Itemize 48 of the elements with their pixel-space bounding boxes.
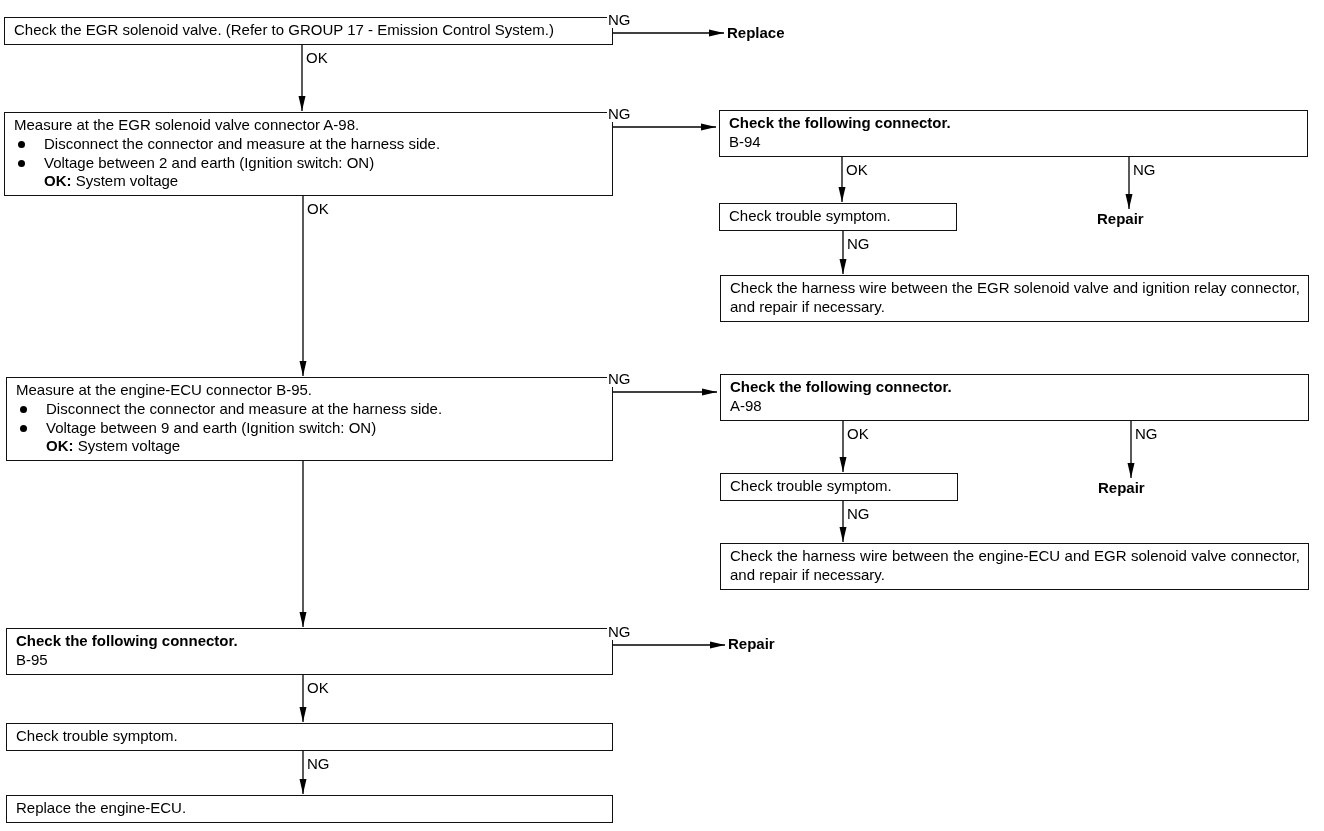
arrow: [839, 230, 847, 275]
box-heading: Check the following connector.: [16, 632, 239, 651]
arrow: [299, 750, 307, 795]
box-text: Check the harness wire between the EGR solenoid valve and ignition relay connector, and repair if necessary.: [730, 279, 1300, 317]
box-heading: Check the following connector.: [730, 378, 953, 397]
arrow: [299, 195, 307, 377]
box-text: Measure at the engine-ECU connector B-95.: [16, 381, 313, 400]
process-box: [719, 203, 957, 231]
result-text: Replace: [727, 24, 785, 43]
box-text: Check the harness wire between the engine-ECU and EGR solenoid valve connector, and repair if necessary.: [730, 547, 1300, 585]
process-box: [720, 543, 1309, 590]
bullet-item: Disconnect the connector and measure at the harness side.: [16, 399, 604, 419]
arrow: [612, 388, 718, 396]
bullet-item: Voltage between 9 and earth (Ignition switch: ON): [16, 418, 604, 438]
process-box: [719, 110, 1308, 157]
arrow: [298, 44, 306, 112]
box-text: B-95: [16, 650, 49, 670]
arrow: [612, 29, 725, 37]
arrow: [612, 123, 717, 131]
process-box: [6, 795, 613, 823]
box-text: Replace the engine-ECU.: [16, 799, 188, 818]
result-text: Repair: [728, 635, 775, 654]
box-text: OK: System voltage: [45, 437, 182, 456]
box-text: OK: System voltage: [43, 172, 180, 191]
arrow: [1127, 419, 1135, 479]
process-box: [720, 275, 1309, 322]
process-box: [720, 374, 1309, 421]
box-text: A-98: [730, 396, 763, 416]
arrow: [299, 673, 307, 723]
box-text: Measure at the EGR solenoid valve connector A-98.: [14, 116, 361, 135]
bullet-item: Voltage between 2 and earth (Ignition switch: ON): [14, 153, 604, 173]
result-text: Repair: [1098, 479, 1145, 498]
arrow: [839, 500, 847, 543]
process-box: [6, 723, 613, 751]
arrow: [1125, 155, 1133, 210]
box-text: Check trouble symptom.: [730, 477, 893, 496]
process-box: [720, 473, 958, 501]
arrow: [612, 641, 726, 649]
result-text: Repair: [1097, 210, 1144, 229]
box-text: B-94: [729, 132, 762, 152]
box-text: Check trouble symptom.: [16, 727, 179, 746]
box-text: Check the EGR solenoid valve. (Refer to GROUP 17 - Emission Control System.): [14, 21, 555, 40]
bullet-item: Disconnect the connector and measure at the harness side.: [14, 134, 604, 154]
box-text: Check trouble symptom.: [729, 207, 892, 226]
arrow: [838, 155, 846, 203]
box-heading: Check the following connector.: [729, 114, 952, 133]
arrow: [299, 460, 307, 628]
arrow: [839, 419, 847, 473]
